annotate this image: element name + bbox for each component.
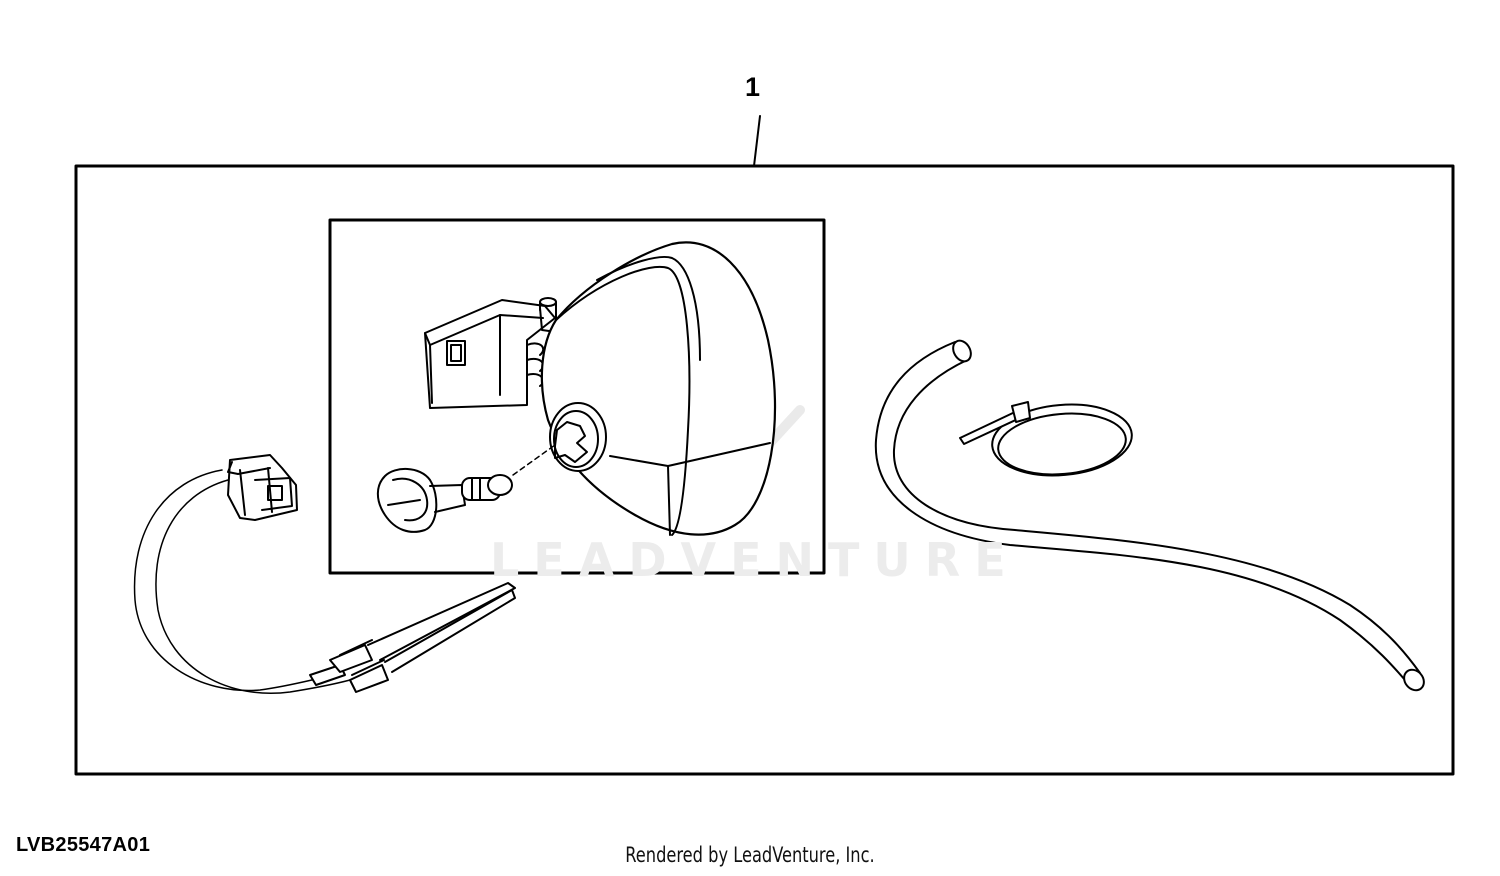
render-credit: Rendered by LeadVenture, Inc.	[625, 843, 875, 867]
headlight-inset-frame	[328, 218, 826, 575]
bulb-socket	[376, 468, 513, 533]
kit-frame	[74, 164, 1455, 776]
watermark-text: LEADVENTURE	[490, 533, 1020, 587]
drawing-code: LVB25547A01	[16, 834, 151, 856]
cable-tie	[959, 401, 1133, 477]
headlight-assembly	[424, 241, 777, 536]
wiring-harness-connector	[133, 454, 516, 694]
callout-leader-line	[753, 115, 761, 167]
callout-number: 1	[745, 72, 761, 102]
hose	[874, 339, 1425, 692]
